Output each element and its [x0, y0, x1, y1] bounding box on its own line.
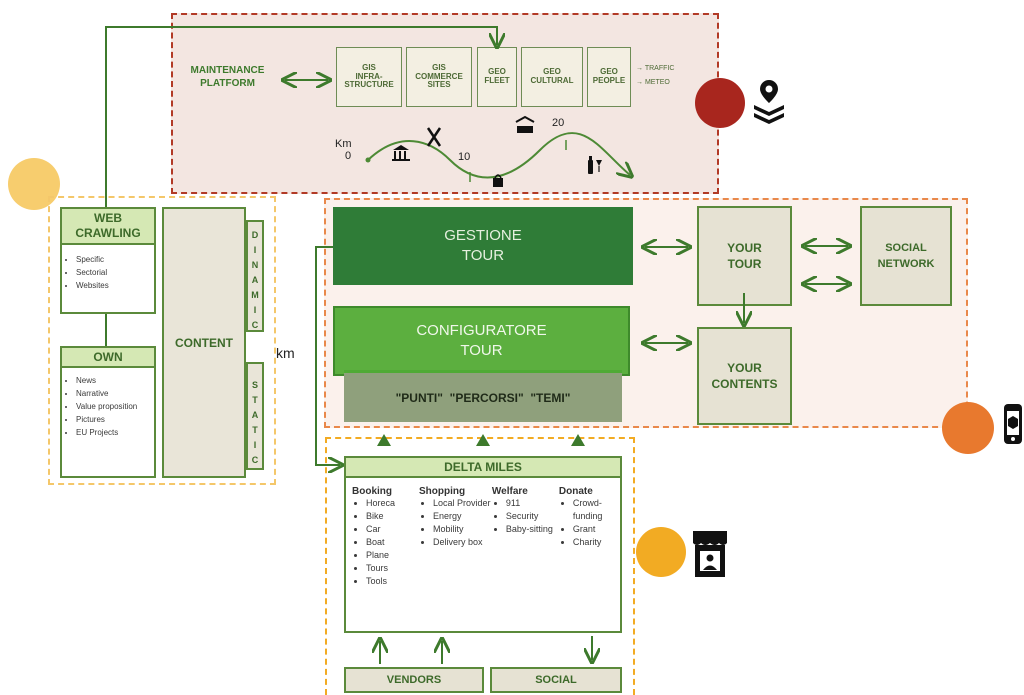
mobile-box-icon — [1002, 402, 1024, 452]
route-km-ten: 10 — [458, 151, 471, 163]
shopping-column: Shopping Local Provider Energy Mobility … — [419, 486, 492, 588]
configuratore-tour-box: CONFIGURATORE TOUR — [333, 306, 630, 376]
museum-icon — [392, 145, 410, 161]
list-item: Delivery box — [433, 536, 492, 549]
route-km-twenty: 20 — [552, 117, 565, 129]
route-km-label: Km — [335, 138, 352, 150]
list-item: Charity — [573, 536, 620, 549]
list-item: Pictures — [76, 413, 154, 426]
list-item: Websites — [76, 279, 154, 292]
list-item: Tours — [366, 562, 419, 575]
content-box: CONTENT — [162, 207, 246, 478]
gestione-tour-box: GESTIONE TOUR — [333, 207, 633, 285]
list-item: Crowd-funding — [573, 497, 620, 523]
booking-column: Booking Horeca Bike Car Boat Plane Tours… — [352, 486, 419, 588]
web-crawling-box: WEB CRAWLING Specific Sectorial Websites — [60, 207, 156, 314]
shop-bag-icon — [493, 174, 503, 187]
list-item: Sectorial — [76, 266, 154, 279]
traffic-meteo-labels: → TRAFFIC→ METEO — [636, 65, 675, 86]
list-item: News — [76, 374, 154, 387]
location-layers-icon — [751, 78, 787, 128]
list-item: Plane — [366, 549, 419, 562]
route-km-zero: 0 — [345, 150, 352, 162]
vendors-box: VENDORS — [344, 667, 484, 693]
list-item: Tools — [366, 575, 419, 588]
orange-circle-marker — [942, 402, 994, 454]
list-item: Value proposition — [76, 400, 154, 413]
wine-icon — [588, 156, 602, 174]
km-label: km — [276, 345, 295, 361]
delta-miles-box: DELTA MILES Booking Horeca Bike Car Boat… — [344, 456, 622, 633]
list-item: Local Provider — [433, 497, 492, 510]
list-item: Mobility — [433, 523, 492, 536]
social-box: SOCIAL — [490, 667, 622, 693]
punti-percorsi-temi-box: "PUNTI" "PERCORSI" "TEMI" — [344, 370, 622, 422]
list-item: 911 — [506, 497, 559, 510]
list-item: Car — [366, 523, 419, 536]
list-item: Grant — [573, 523, 620, 536]
fork-knife-icon — [426, 127, 442, 147]
hotel-bed-icon — [515, 115, 535, 133]
list-item: Bike — [366, 510, 419, 523]
light-yellow-circle-marker — [8, 158, 60, 210]
list-item: Specific — [76, 253, 154, 266]
delta-miles-section — [325, 437, 635, 695]
content-sources-section — [48, 196, 276, 485]
donate-column: Donate Crowd-funding Grant Charity — [559, 486, 620, 588]
red-circle-marker — [695, 78, 745, 128]
list-item: Horeca — [366, 497, 419, 510]
yellow-circle-marker — [636, 527, 686, 577]
list-item: Boat — [366, 536, 419, 549]
welfare-column: Welfare 911 Security Baby-sitting — [492, 486, 559, 588]
list-item: Narrative — [76, 387, 154, 400]
list-item: Security — [506, 510, 559, 523]
route-path — [365, 132, 631, 182]
own-box: OWN News Narrative Value proposition Pic… — [60, 346, 156, 478]
list-item: EU Projects — [76, 426, 154, 439]
shop-person-icon — [690, 527, 730, 579]
list-item: Energy — [433, 510, 492, 523]
maintenance-platform-label: MAINTENANCE PLATFORM — [190, 65, 265, 89]
list-item: Baby-sitting — [506, 523, 559, 536]
